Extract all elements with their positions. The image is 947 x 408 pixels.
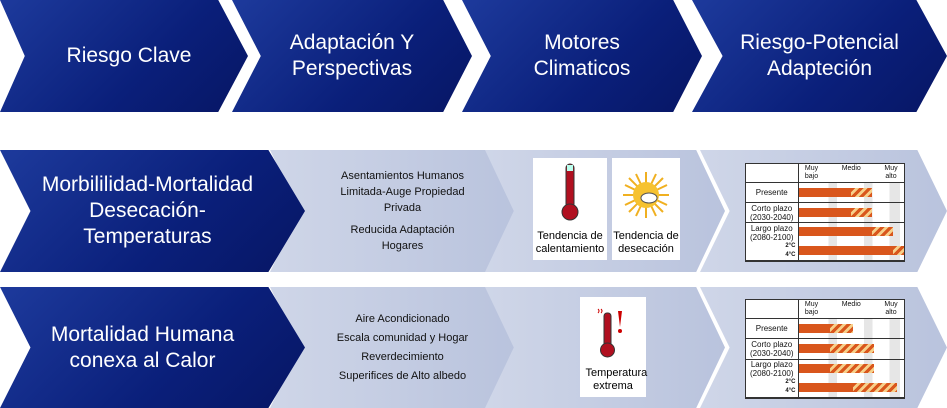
risk-track	[798, 359, 904, 397]
risk-bar-adaptation-potential	[872, 227, 894, 236]
period-label: Presente	[746, 318, 799, 340]
adaptation-item: Asentamientos Humanos Limitada-Auge Prop…	[340, 170, 465, 214]
driver-label: Temperatura extrema	[585, 367, 648, 392]
adaptation-item: Superifices de Alto albedo	[338, 369, 467, 382]
risk-bar	[798, 324, 854, 334]
header-riesgo-potencial: Riesgo-Potencial Adapteción	[692, 0, 947, 112]
sun-icon	[623, 172, 669, 218]
risk-bar-adaptation-potential	[830, 344, 875, 354]
risk-bar	[798, 227, 894, 236]
risk-bar-with-adaptation	[798, 363, 831, 373]
risk-bar-with-adaptation	[798, 246, 894, 255]
period-track-cell	[798, 182, 904, 203]
period-track-cell	[798, 338, 904, 360]
driver-label: Tendencia de desecación	[613, 230, 679, 255]
level-label: Medio	[841, 301, 861, 309]
risk-track	[798, 339, 904, 359]
thermometer-icon	[561, 163, 579, 221]
risk-bar	[798, 208, 873, 217]
risk-bar-with-adaptation	[798, 344, 831, 354]
level-label: Muy alto	[884, 165, 898, 180]
risk-bar	[798, 246, 904, 255]
risk-track	[798, 183, 904, 202]
risk-bar-adaptation-potential	[851, 208, 873, 217]
risk-track	[798, 203, 904, 222]
risk-bar-with-adaptation	[798, 324, 831, 334]
level-label: Muy alto	[884, 301, 898, 317]
chart-corner	[746, 300, 799, 320]
period-label: Corto plazo (2030-2040)	[746, 338, 799, 360]
header-motores: Motores Climaticos	[462, 0, 702, 112]
header-label: Adaptación Y Perspectivas	[289, 31, 415, 80]
key-risk-2: Mortalidad Humana conexa al Calor	[0, 287, 305, 408]
risk-bar-with-adaptation	[798, 208, 852, 217]
period-track-cell	[798, 222, 904, 261]
adaptation-item: Reducida Adaptación Hogares	[350, 224, 455, 252]
chart-levels-header: Muy bajo Medio Muy alto	[798, 300, 904, 320]
adaptation-chevron: Aire Acondicionado Escala comunidad y Ho…	[270, 287, 515, 408]
scenario-label: 4°C	[785, 388, 796, 395]
extreme-temperature-icon	[597, 308, 622, 358]
risk-bar-adaptation-potential	[853, 382, 897, 392]
risk-bar-with-adaptation	[798, 227, 873, 236]
risk-bar-adaptation-potential	[851, 188, 873, 197]
risk-bar-adaptation-potential	[830, 363, 875, 373]
header-label: Motores Climaticos	[533, 31, 631, 80]
chart-corner	[746, 164, 799, 183]
period-label: Presente	[746, 182, 799, 203]
risk-bar	[798, 188, 873, 197]
risk-bar-with-adaptation	[798, 188, 852, 197]
level-label: Muy bajo	[804, 165, 819, 180]
level-label: Medio	[841, 165, 861, 172]
scenario-label: 2°C	[785, 242, 796, 249]
driver-warming: Tendencia de calentamiento	[533, 158, 607, 260]
adaptation-list: Aire Acondicionado Escala comunidad y Ho…	[317, 310, 468, 386]
key-risk-label: Mortalidad Humana conexa al Calor	[50, 322, 235, 372]
risk-bar-adaptation-potential	[893, 246, 904, 255]
adaptation-list: Asentamientos Humanos Limitada-Auge Prop…	[308, 168, 478, 254]
header-label: Riesgo Clave	[66, 44, 192, 67]
period-track-cell	[798, 202, 904, 223]
risk-bar-with-adaptation	[798, 382, 854, 392]
chart-levels-header: Muy bajo Medio Muy alto	[798, 164, 904, 183]
scenario-label: 4°C	[785, 251, 796, 258]
adaptation-item: Reverdecimiento	[361, 350, 444, 363]
adaptation-item: Escala comunidad y Hogar	[336, 331, 469, 344]
period-track-cell	[798, 318, 904, 340]
key-risk-1: Morbililidad-Mortalidad Desecación-Tempe…	[0, 150, 305, 272]
period-track-cell	[798, 359, 904, 399]
scenario-label: 2°C	[785, 379, 796, 386]
risk-bar	[798, 344, 875, 354]
header-label: Riesgo-Potencial Adapteción	[740, 31, 899, 80]
risk-bar	[798, 382, 897, 392]
driver-drying: Tendencia de desecación	[612, 158, 680, 260]
header-riesgo-clave: Riesgo Clave	[0, 0, 248, 112]
risk-track	[798, 319, 904, 339]
adaptation-chevron: Asentamientos Humanos Limitada-Auge Prop…	[270, 150, 515, 272]
risk-track	[798, 223, 904, 260]
header-adaptacion: Adaptación Y Perspectivas	[232, 0, 472, 112]
adaptation-item: Aire Acondicionado	[355, 312, 450, 325]
key-risk-label: Morbililidad-Mortalidad Desecación-Tempe…	[41, 173, 254, 248]
driver-extreme-temp: Temperatura extrema	[580, 297, 648, 397]
level-label: Muy bajo	[804, 301, 819, 317]
driver-label: Tendencia de calentamiento	[535, 230, 605, 255]
period-label: Corto plazo (2030-2040)	[746, 202, 799, 223]
risk-bar-adaptation-potential	[830, 324, 854, 334]
risk-bar	[798, 363, 875, 373]
